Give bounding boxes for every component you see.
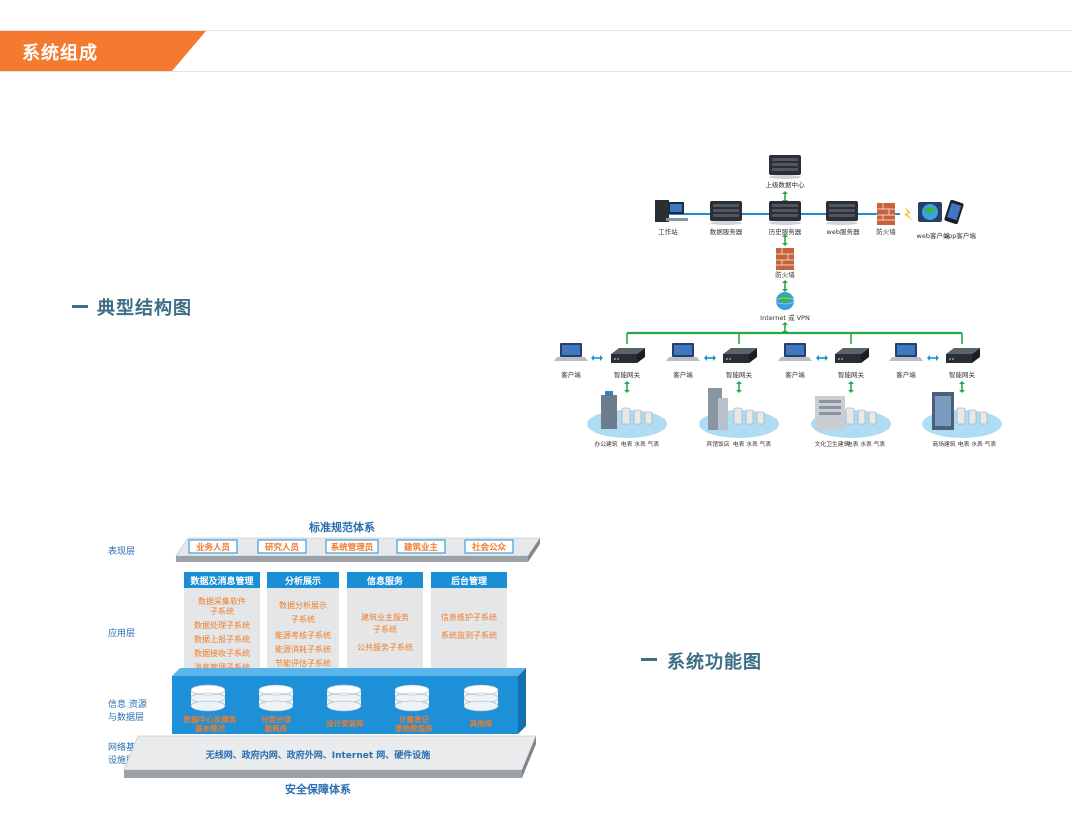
client-label: 客户端 (561, 370, 581, 379)
svg-text:公共服务子系统: 公共服务子系统 (357, 642, 413, 652)
building-label: 文化卫生建筑 (815, 440, 850, 448)
database-label: 其他库 (470, 718, 493, 728)
top-datacenter-label: 上级数据中心 (766, 180, 806, 189)
svg-text:系统监测子系统: 系统监测子系统 (441, 630, 497, 640)
layer-label: 应用层 (108, 627, 135, 639)
svg-text:建筑业主服务: 建筑业主服务 (361, 612, 409, 622)
svg-text:研究人员: 研究人员 (265, 542, 300, 553)
svg-text:数据接收子系统: 数据接收子系统 (194, 648, 250, 658)
svg-text:子系统: 子系统 (373, 624, 397, 634)
database-icon (190, 684, 226, 712)
history-server-label: 历史服务器 (769, 227, 802, 236)
database-label: 基本情况 (194, 723, 225, 733)
web-client-icon (918, 202, 942, 222)
lightning-icon (904, 207, 913, 221)
svg-text:信息服务: 信息服务 (367, 575, 404, 587)
database-icon (258, 684, 294, 712)
header-rule-top (0, 30, 1072, 31)
app-client-label: app客户端 (944, 231, 976, 240)
phone-icon (944, 199, 964, 225)
workstation-label: 工作站 (658, 227, 678, 236)
layer-label: 表现层 (108, 545, 135, 557)
svg-text:分析展示: 分析展示 (285, 575, 321, 587)
database-label: 原始数值库 (395, 723, 433, 733)
gateway-label: 智能网关 (838, 370, 865, 379)
meters-label: 电表 水表 气表 (847, 440, 886, 448)
database-label: 计量表记 (399, 714, 429, 724)
database-label: 能耗库 (265, 723, 288, 733)
svg-text:子系统: 子系统 (210, 606, 234, 616)
section-title: 系统组成 (22, 43, 98, 64)
user-box: 建筑业主 (396, 539, 446, 554)
svg-text:数据及消息管理: 数据及消息管理 (190, 575, 253, 587)
firewall-right-label: 防火墙 (876, 227, 896, 236)
app-column: 后台管理 信息维护子系统 系统监测子系统 (431, 572, 507, 676)
web-server-label: web服务器 (827, 227, 860, 236)
database-label: 设计安装库 (326, 718, 364, 728)
svg-text:节能评估子系统: 节能评估子系统 (275, 658, 331, 668)
building-label: 宾馆饭店 (706, 440, 729, 448)
app-column: 数据及消息管理 数据采集软件 子系统 数据处理子系统 数据上报子系统 数据接收子… (184, 572, 260, 676)
client-label: 客户端 (896, 370, 916, 379)
svg-text:系统管理员: 系统管理员 (331, 542, 374, 553)
workstation-icon (655, 200, 688, 222)
user-box: 社会公众 (464, 539, 514, 554)
database-icon (326, 684, 362, 712)
svg-text:社会公众: 社会公众 (471, 542, 507, 553)
svg-text:数据上报子系统: 数据上报子系统 (194, 634, 250, 644)
layer-label: 信息 资源 (108, 698, 147, 710)
building-label: 商场建筑 (932, 440, 955, 448)
db-server-label: 数据服务器 (710, 227, 743, 236)
database-icon (394, 684, 430, 712)
database-label: 分类分项 (261, 714, 291, 724)
app-column: 分析展示 数据分析展示 子系统 能源考核子系统 能源消耗子系统 节能评估子系统 (267, 572, 339, 676)
typical-structure-heading: 典型结构图 (97, 298, 192, 319)
security-label: 安全保障体系 (285, 782, 351, 796)
building-label: 办公建筑 (594, 440, 617, 448)
functional-diagram-heading: 系统功能图 (667, 652, 762, 673)
svg-text:数据分析展示: 数据分析展示 (279, 600, 327, 610)
section-tab (0, 31, 206, 71)
web-client-label: web客户端 (917, 231, 950, 240)
meters-label: 电表 水表 气表 (621, 440, 660, 448)
network-infrastructure-text: 无线网、政府内网、政府外网、Internet 网、硬件设施 (205, 749, 431, 761)
internet-label: Internet 或 VPN (760, 313, 810, 322)
gateway-label: 智能网关 (614, 370, 641, 379)
database-icon (463, 684, 499, 712)
app-column: 信息服务 建筑业主服务 子系统 公共服务子系统 (347, 572, 423, 676)
client-label: 客户端 (785, 370, 805, 379)
heading-dash (641, 658, 657, 661)
svg-text:能源消耗子系统: 能源消耗子系统 (275, 644, 331, 654)
svg-text:数据处理子系统: 数据处理子系统 (194, 620, 250, 630)
meters-label: 电表 水表 气表 (958, 440, 997, 448)
firewall-mid-label: 防火墙 (775, 270, 795, 279)
standards-label: 标准规范体系 (308, 520, 375, 534)
svg-text:建筑业主: 建筑业主 (403, 542, 439, 553)
functional-diagram: 标准规范体系 业务人员 研究人员 系统管理员 建筑业主 社会公众 表现层 应用层… (108, 520, 541, 796)
svg-text:业务人员: 业务人员 (196, 542, 231, 553)
svg-text:数据采集软件: 数据采集软件 (198, 596, 246, 606)
database-label: 数据中心及建筑 (184, 714, 237, 724)
svg-text:信息维护子系统: 信息维护子系统 (441, 612, 497, 622)
user-box: 研究人员 (257, 539, 307, 554)
header-rule-bottom (0, 71, 1072, 72)
svg-text:能源考核子系统: 能源考核子系统 (275, 630, 331, 640)
client-label: 客户端 (673, 370, 693, 379)
gateway-label: 智能网关 (726, 370, 753, 379)
layer-label: 与数据层 (108, 711, 144, 723)
internet-globe-icon (775, 292, 795, 310)
svg-text:子系统: 子系统 (291, 614, 315, 624)
meters-label: 电表 水表 气表 (733, 440, 772, 448)
svg-text:消息管理子系统: 消息管理子系统 (194, 662, 250, 672)
user-box: 业务人员 (188, 539, 238, 554)
heading-dash (72, 305, 88, 308)
gateway-label: 智能网关 (949, 370, 976, 379)
typical-structure-diagram: 上级数据中心 工作站 数据服务器 历史服务器 web服务器 防火墙 web客户端… (554, 155, 1002, 448)
svg-text:后台管理: 后台管理 (451, 575, 487, 587)
user-box: 系统管理员 (325, 539, 379, 554)
